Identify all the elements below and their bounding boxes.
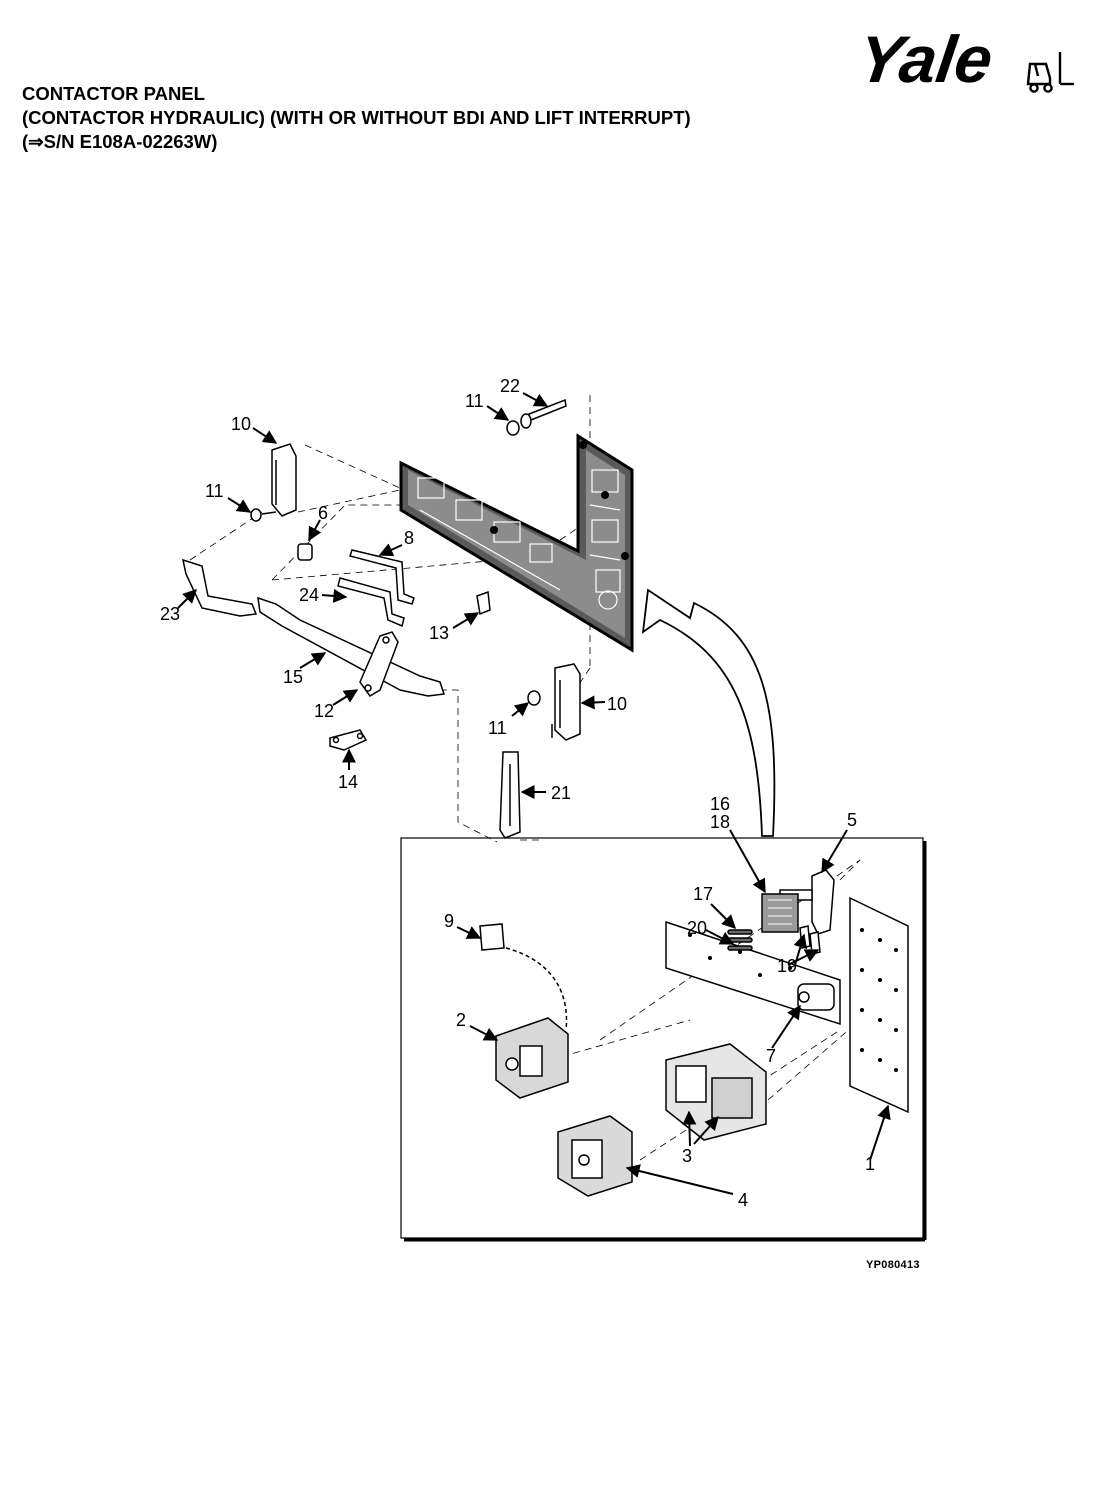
callout-20: 20	[687, 918, 707, 938]
callout-16: 16	[710, 794, 730, 814]
upper-hardware	[181, 398, 581, 839]
callout-17: 17	[693, 884, 713, 904]
callout-11: 11	[205, 481, 224, 501]
callout-4: 4	[738, 1190, 748, 1210]
lower-assembly-frame	[400, 837, 927, 1242]
callout-6: 6	[318, 503, 328, 523]
callout-15: 15	[283, 667, 303, 687]
callout-1: 1	[865, 1154, 875, 1174]
callout-13: 13	[429, 623, 449, 643]
brand-logo: Yale	[864, 23, 1074, 97]
logo-text: Yale	[864, 23, 997, 97]
leader-arrows	[177, 392, 891, 1195]
callout-24: 24	[299, 585, 319, 605]
callout-11: 11	[488, 718, 507, 738]
title-line-3: (⇒S/N E108A-02263W)	[22, 131, 218, 152]
callout-10: 10	[607, 694, 627, 714]
callout-8: 8	[404, 528, 414, 548]
callout-2: 2	[456, 1010, 466, 1030]
forklift-icon	[1026, 52, 1074, 93]
callout-12: 12	[314, 701, 334, 721]
board-details	[417, 469, 621, 610]
callout-14: 14	[338, 772, 358, 792]
assembly-direction-arrow	[641, 588, 776, 837]
callout-3: 3	[682, 1146, 692, 1166]
callout-5: 5	[847, 810, 857, 830]
title-line-1: CONTACTOR PANEL	[22, 83, 205, 104]
page-header: CONTACTOR PANEL (CONTACTOR HYDRAULIC) (W…	[22, 82, 691, 154]
callout-18: 18	[710, 812, 730, 832]
callout-7: 7	[766, 1046, 776, 1066]
callout-9: 9	[444, 911, 454, 931]
title-line-2: (CONTACTOR HYDRAULIC) (WITH OR WITHOUT B…	[22, 107, 691, 128]
contactor-panel-board	[399, 433, 634, 653]
callout-19: 19	[777, 956, 797, 976]
callout-11: 11	[465, 391, 484, 411]
callout-22: 22	[500, 376, 520, 396]
callout-23: 23	[160, 604, 180, 624]
figure-id: YP080413	[866, 1259, 920, 1271]
callout-10: 10	[231, 414, 251, 434]
callout-labels: 22 11 10 11 6 8 24 23 13 15 12 11 10 14 …	[160, 376, 875, 1210]
callout-21: 21	[551, 783, 571, 803]
